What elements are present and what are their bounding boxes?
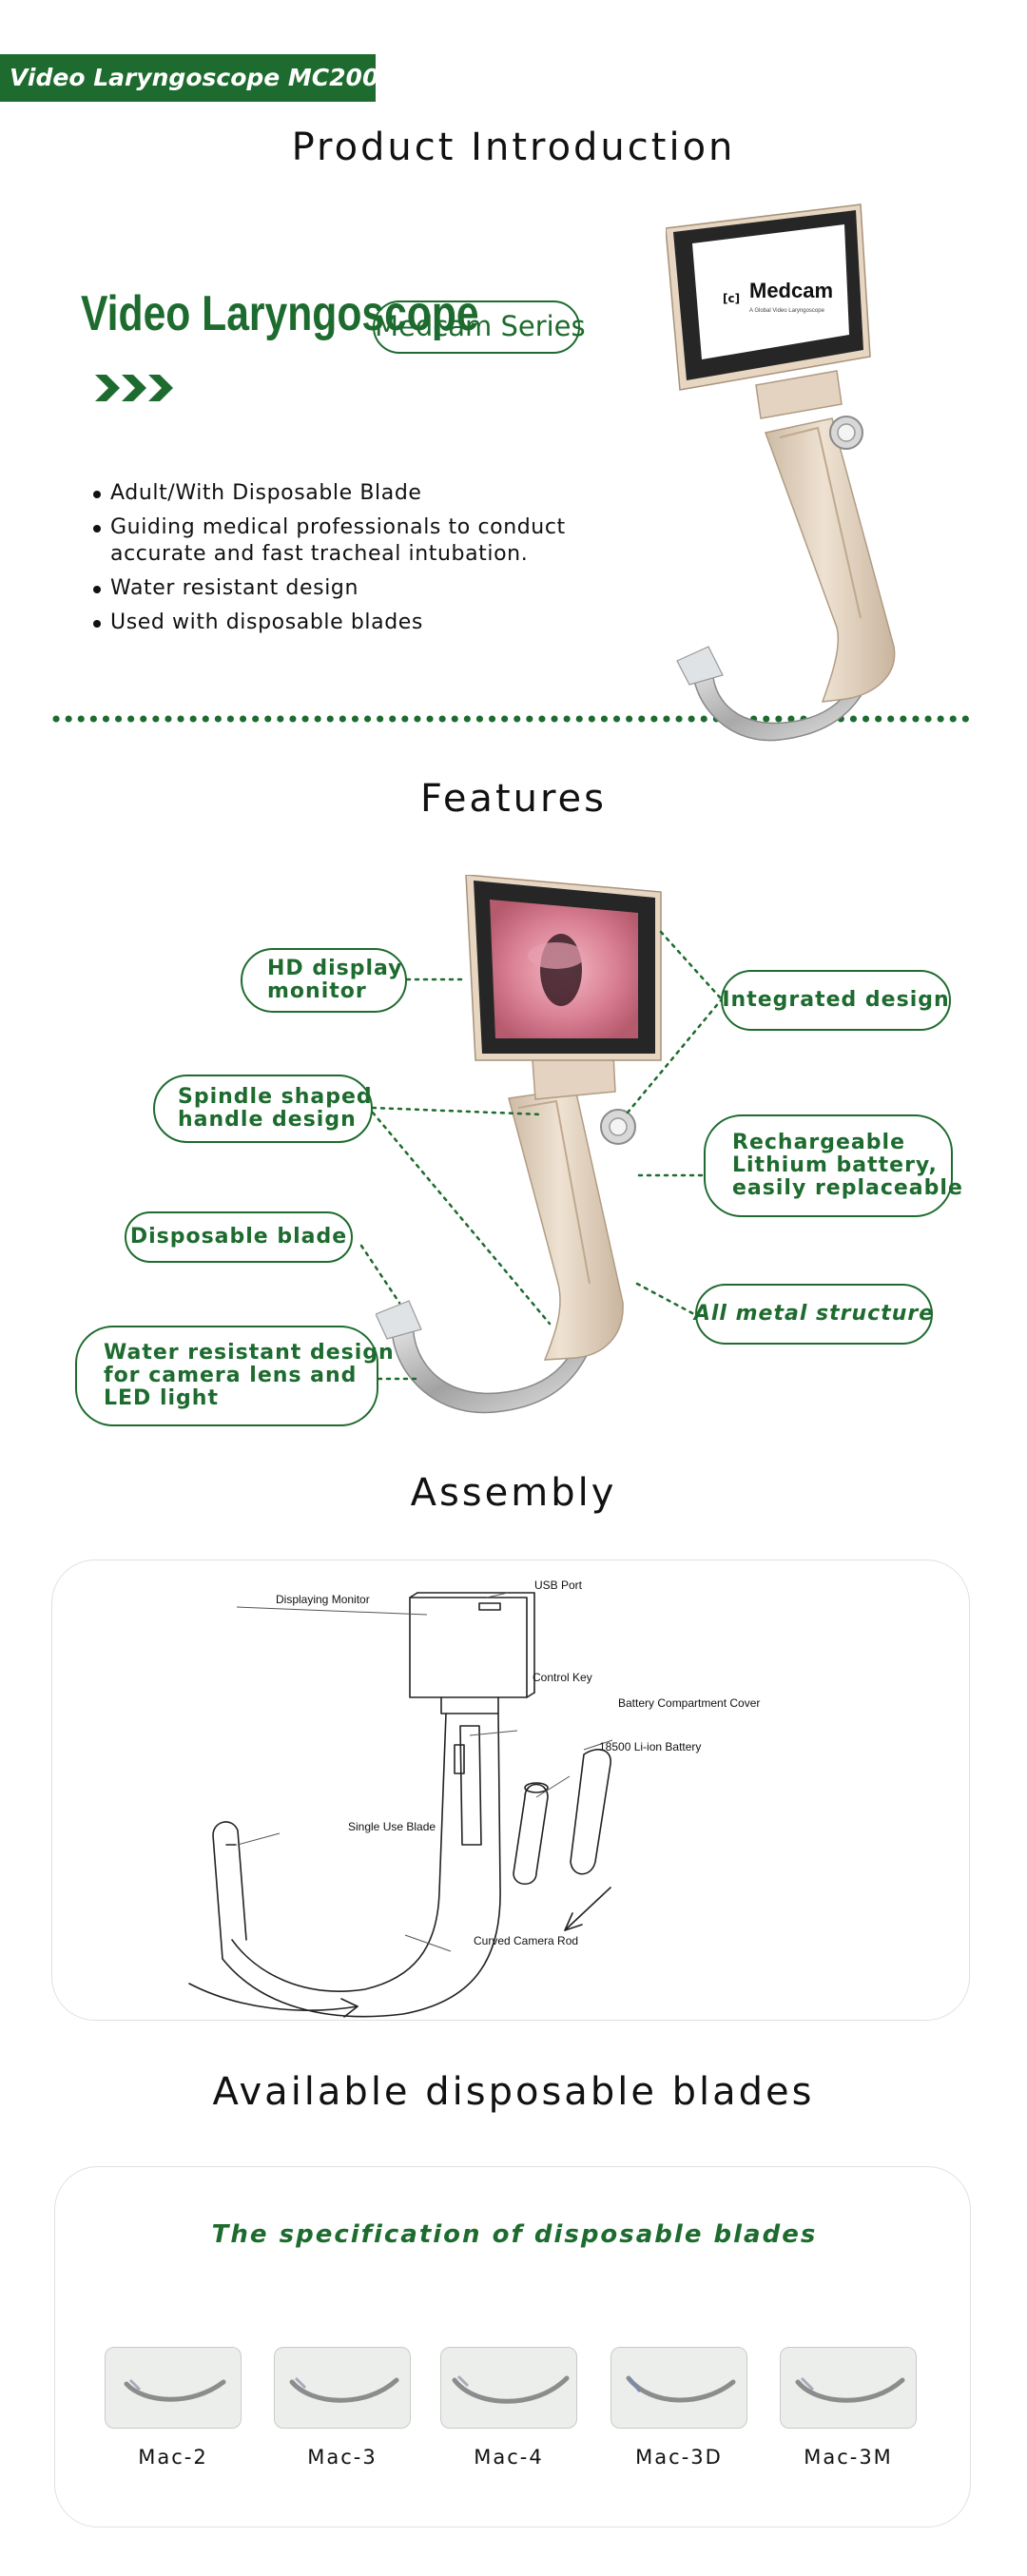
assembly-diagram-card	[51, 1559, 970, 2021]
series-badge: Medcam Series	[373, 300, 586, 354]
section-title-features: Features	[420, 777, 607, 821]
section-title-assembly: Assembly	[410, 1471, 617, 1515]
brand-title: Video Laryngoscope	[81, 286, 479, 341]
feature-pill-all-metal-structure: All metal structure	[694, 1284, 933, 1345]
assembly-label-single-use-blade: Single Use Blade	[348, 1820, 436, 1833]
assembly-label-battery-cover: Battery Compartment Cover	[618, 1696, 761, 1710]
section-title-product-introduction: Product Introduction	[291, 126, 736, 169]
blade-icon	[795, 2376, 905, 2403]
blade-icon	[289, 2376, 399, 2403]
blade-label: Mac-2	[138, 2446, 208, 2469]
assembly-label-control-key: Control Key	[533, 1671, 592, 1684]
section-title-available-blades: Available disposable blades	[212, 2070, 815, 2114]
blade-thumbnail-mac-3d	[610, 2347, 747, 2429]
blade-label: Mac-4	[474, 2446, 544, 2469]
bullet-item: Guiding medical professionals to conduct…	[91, 514, 605, 568]
feature-pill-disposable-blade: Disposable blade	[125, 1211, 353, 1263]
laryngoscope-product-image: [c] Medcam A Global Video Laryngoscope	[666, 203, 896, 742]
assembly-label-displaying-monitor: Displaying Monitor	[276, 1593, 370, 1606]
laryngoscope-features-image	[376, 875, 662, 1414]
assembly-line-drawing	[188, 1592, 613, 2018]
feature-pill-integrated-design: Integrated design	[721, 970, 951, 1031]
screen-logo-mark: [c]	[723, 292, 740, 305]
blade-icon	[626, 2375, 736, 2403]
triple-chevron-icon	[95, 375, 173, 401]
blade-label: Mac-3D	[635, 2446, 723, 2469]
intro-bullet-list: Adult/With Disposable Blade Guiding medi…	[91, 480, 605, 644]
product-model-tag: Video Laryngoscope MC2002 Plus	[0, 54, 460, 102]
blade-label: Mac-3	[307, 2446, 378, 2469]
screen-logo-text: Medcam	[749, 279, 833, 302]
assembly-label-usb-port: USB Port	[534, 1579, 583, 1592]
bullet-item: Used with disposable blades	[91, 610, 605, 636]
blade-thumbnail-mac-3m	[780, 2347, 917, 2429]
assembly-label-curved-camera-rod: Curved Camera Rod	[474, 1934, 579, 1947]
blade-icon	[124, 2378, 226, 2402]
blade-thumbnail-mac-2	[105, 2347, 242, 2429]
bullet-item: Adult/With Disposable Blade	[91, 480, 605, 507]
screen-logo-subtext: A Global Video Laryngoscope	[749, 308, 825, 314]
assembly-label-li-ion-battery: 18500 Li-ion Battery	[599, 1740, 702, 1753]
blade-icon	[452, 2374, 570, 2404]
dotted-divider	[52, 715, 979, 723]
blade-thumbnail-mac-3	[274, 2347, 411, 2429]
bullet-item: Water resistant design	[91, 575, 605, 602]
blade-label: Mac-3M	[804, 2446, 893, 2469]
blade-thumbnail-mac-4	[440, 2347, 577, 2429]
blades-spec-title: The specification of disposable blades	[211, 2220, 818, 2249]
